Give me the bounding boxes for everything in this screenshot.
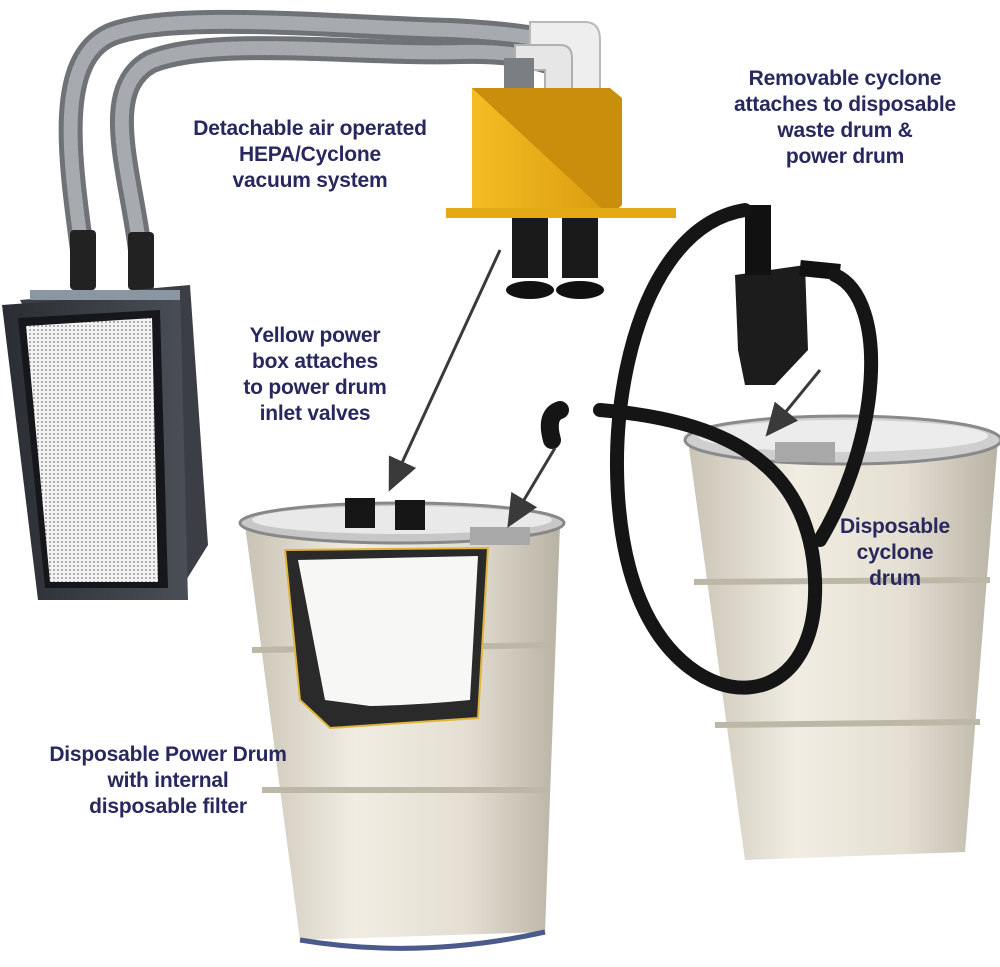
label-line: drum	[869, 567, 921, 590]
gray-hoses	[58, 9, 560, 262]
label-line: Removable cyclone	[748, 67, 942, 90]
label-line: box attaches	[252, 350, 378, 373]
label-line: Disposable	[839, 515, 951, 538]
black-hoses	[540, 203, 879, 695]
label-line: attaches to disposable	[734, 93, 956, 116]
label-line: to power drum	[243, 376, 387, 399]
label-line: Detachable air operated	[193, 117, 427, 140]
label-removable-cyclone: Removable cyclone attaches to disposable w…	[690, 66, 1000, 170]
label-power-drum: Disposable Power Drum with internal dispos…	[18, 742, 318, 820]
pointer-arrows	[388, 249, 822, 528]
label-line: with internal	[107, 769, 229, 792]
label-line: power drum	[785, 145, 905, 168]
power-drum	[238, 498, 566, 951]
yellow-power-box	[446, 88, 676, 299]
label-line: Yellow power	[249, 324, 381, 347]
hepa-filter-unit	[2, 230, 208, 600]
label-line: cyclone	[856, 541, 934, 564]
cyclone-separator	[735, 205, 841, 385]
label-line: vacuum system	[232, 169, 388, 192]
label-line: waste drum &	[777, 119, 913, 142]
label-power-box: Yellow power box attaches to power drum inl…	[205, 323, 425, 427]
label-line: Disposable Power Drum	[49, 743, 287, 766]
label-line: inlet valves	[259, 402, 371, 425]
label-cyclone-drum: Disposable cyclone drum	[810, 514, 980, 592]
label-line: HEPA/Cyclone	[239, 143, 381, 166]
label-line: disposable filter	[89, 795, 247, 818]
